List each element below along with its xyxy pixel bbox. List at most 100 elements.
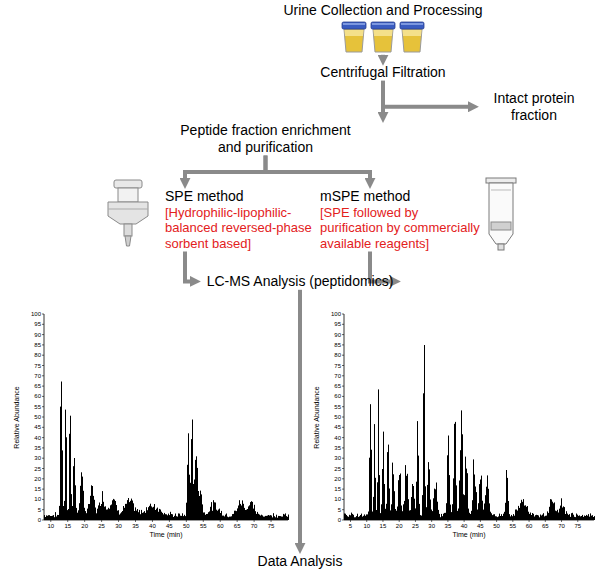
tick-label: 5 bbox=[349, 523, 352, 529]
tick-mark bbox=[342, 314, 344, 315]
axis-title: Relative Abundance bbox=[13, 386, 20, 448]
tick-mark bbox=[67, 520, 68, 522]
text-node: LC-MS Analysis (peptidomics) bbox=[200, 273, 400, 290]
tick-label: 15 bbox=[334, 486, 341, 492]
tick-label: 55 bbox=[509, 523, 516, 529]
tick-mark bbox=[42, 324, 44, 325]
tick-mark bbox=[366, 520, 367, 522]
tick-label: 75 bbox=[34, 363, 41, 369]
tick-mark bbox=[42, 489, 44, 490]
tick-mark bbox=[342, 386, 344, 387]
tick-mark bbox=[186, 520, 187, 522]
node-text: Data Analysis bbox=[240, 553, 360, 570]
tick-label: 50 bbox=[34, 414, 41, 420]
tick-mark bbox=[342, 447, 344, 448]
tick-label: 30 bbox=[34, 455, 41, 461]
tick-mark bbox=[42, 334, 44, 335]
tick-label: 75 bbox=[268, 523, 275, 529]
tick-mark bbox=[399, 520, 400, 522]
tick-label: 85 bbox=[334, 342, 341, 348]
tick-label: 15 bbox=[380, 523, 387, 529]
tick-label: 25 bbox=[412, 523, 419, 529]
tick-mark bbox=[464, 520, 465, 522]
tick-mark bbox=[118, 520, 119, 522]
tick-label: 70 bbox=[558, 523, 565, 529]
tick-mark bbox=[42, 468, 44, 469]
tick-label: 55 bbox=[200, 523, 207, 529]
tick-label: 5 bbox=[38, 507, 41, 513]
axis-title: Time (min) bbox=[452, 531, 485, 538]
tick-label: 60 bbox=[334, 393, 341, 399]
tick-mark bbox=[342, 324, 344, 325]
tick-label: 35 bbox=[34, 445, 41, 451]
tick-mark bbox=[545, 520, 546, 522]
tick-mark bbox=[342, 437, 344, 438]
tick-label: 45 bbox=[166, 523, 173, 529]
tick-label: 45 bbox=[477, 523, 484, 529]
tick-label: 70 bbox=[334, 373, 341, 379]
tick-label: 60 bbox=[526, 523, 533, 529]
tick-label: 65 bbox=[34, 383, 41, 389]
tick-label: 65 bbox=[234, 523, 241, 529]
tick-mark bbox=[42, 344, 44, 345]
text-node: Urine Collection and Processing bbox=[268, 2, 498, 55]
tick-mark bbox=[342, 417, 344, 418]
tick-mark bbox=[237, 520, 238, 522]
tick-label: 20 bbox=[34, 476, 41, 482]
tick-label: 95 bbox=[334, 321, 341, 327]
tick-label: 60 bbox=[217, 523, 224, 529]
tick-mark bbox=[480, 520, 481, 522]
tick-label: 45 bbox=[334, 424, 341, 430]
chromatograms bbox=[42, 314, 595, 522]
tick-label: 65 bbox=[334, 383, 341, 389]
tick-mark bbox=[271, 520, 272, 522]
tick-label: 45 bbox=[34, 424, 41, 430]
tick-mark bbox=[42, 375, 44, 376]
tick-mark bbox=[342, 396, 344, 397]
spe-cartridge bbox=[108, 180, 148, 246]
text-node: SPE method[Hydrophilic-lipophilic-balanc… bbox=[165, 188, 315, 252]
tick-label: 5 bbox=[338, 507, 341, 513]
tick-mark bbox=[220, 520, 221, 522]
tick-label: 40 bbox=[461, 523, 468, 529]
tick-mark bbox=[42, 447, 44, 448]
tick-label: 85 bbox=[34, 342, 41, 348]
flow-arrow bbox=[185, 252, 191, 282]
tick-mark bbox=[42, 417, 44, 418]
tick-mark bbox=[42, 396, 44, 397]
tick-mark bbox=[342, 509, 344, 510]
node-subtext: [SPE followed by purification by commerc… bbox=[320, 205, 482, 252]
flow-arrow bbox=[298, 290, 302, 544]
tick-label: 30 bbox=[428, 523, 435, 529]
tick-label: 60 bbox=[34, 393, 41, 399]
tick-mark bbox=[42, 520, 44, 521]
node-text: LC-MS Analysis (peptidomics) bbox=[200, 273, 400, 290]
tick-mark bbox=[342, 468, 344, 469]
text-node: mSPE method[SPE followed by purification… bbox=[320, 188, 482, 252]
tick-label: 10 bbox=[34, 496, 41, 502]
tick-label: 100 bbox=[31, 311, 41, 317]
tick-label: 10 bbox=[334, 496, 341, 502]
tick-mark bbox=[42, 499, 44, 500]
node-text: SPE method bbox=[165, 188, 315, 205]
tick-label: 50 bbox=[183, 523, 190, 529]
tick-mark bbox=[342, 355, 344, 356]
flow-arrow bbox=[266, 156, 371, 179]
tick-label: 35 bbox=[445, 523, 452, 529]
tick-mark bbox=[342, 520, 344, 521]
tick-mark bbox=[342, 478, 344, 479]
tick-mark bbox=[342, 458, 344, 459]
tick-label: 10 bbox=[363, 523, 370, 529]
tick-mark bbox=[50, 520, 51, 522]
chart-axis bbox=[344, 314, 594, 520]
flow-arrow bbox=[381, 81, 385, 113]
flow-arrow bbox=[381, 55, 385, 56]
tick-label: 10 bbox=[47, 523, 54, 529]
text-node: Centrifugal Filtration bbox=[308, 64, 458, 81]
tick-mark bbox=[84, 520, 85, 522]
flow-arrow bbox=[383, 81, 469, 107]
node-subtext: [Hydrophilic-lipophilic-balanced reverse… bbox=[165, 205, 315, 252]
tick-mark bbox=[42, 365, 44, 366]
tick-label: 15 bbox=[34, 486, 41, 492]
node-text: Peptide fraction enrichment and purifica… bbox=[168, 122, 363, 156]
